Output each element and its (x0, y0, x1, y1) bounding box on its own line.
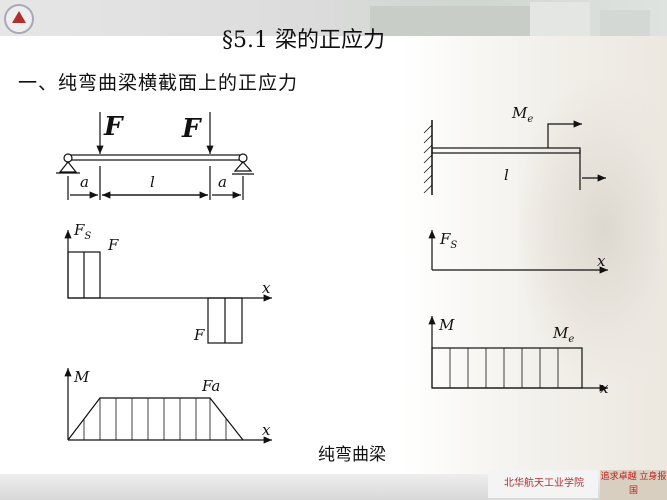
cantilever-length-label: l (504, 166, 509, 184)
background-rock-image (520, 80, 660, 380)
dim-l: l (150, 173, 155, 191)
force-label-1: F (103, 112, 124, 142)
svg-text:Me: Me (552, 324, 574, 345)
svg-text:FS: FS (73, 221, 91, 242)
force-label-2: F (181, 114, 202, 144)
shear-neg-label: F (193, 326, 205, 344)
shear-axis-sub: S (84, 231, 91, 242)
section-heading: 一、纯弯曲梁横截面上的正应力 (18, 72, 299, 94)
shear-force-diagram-right (428, 230, 608, 274)
dim-a-right: a (218, 173, 227, 191)
dim-a-left: a (80, 173, 89, 191)
right-shear-axis-sub: S (450, 240, 457, 251)
moment-x-label: x (262, 421, 271, 439)
bending-moment-diagram-left (64, 368, 272, 444)
right-moment-x-label: x (600, 379, 609, 397)
applied-moment-label: M (511, 104, 528, 122)
bending-moment-diagram-right (428, 316, 608, 392)
footer-university-logo: 北华航天工业学院 (488, 470, 598, 498)
right-shear-x-label: x (597, 252, 606, 270)
shear-force-diagram-left (64, 230, 272, 344)
right-moment-value-label: M (552, 324, 569, 342)
shear-axis-label: F (73, 221, 85, 239)
shear-x-label: x (262, 279, 271, 297)
footer-banner-image: 追求卓越 立身报国 (600, 470, 667, 500)
slide-title: §5.1 梁的正应力 (222, 28, 385, 53)
university-logo (4, 4, 34, 34)
simply-supported-beam (56, 112, 254, 200)
applied-moment-sub: e (527, 114, 533, 125)
moment-axis-label: M (73, 368, 90, 386)
svg-text:Me: Me (511, 104, 533, 125)
header-band (0, 0, 667, 36)
cantilever-beam (423, 120, 606, 195)
right-moment-axis-label: M (438, 316, 455, 334)
pure-bending-caption: 纯弯曲梁 (318, 445, 386, 465)
right-shear-axis-label: F (439, 230, 451, 248)
right-moment-value-sub: e (568, 334, 574, 345)
shear-pos-label: F (107, 236, 119, 254)
moment-max-label: Fa (201, 377, 220, 395)
svg-text:FS: FS (439, 230, 457, 251)
